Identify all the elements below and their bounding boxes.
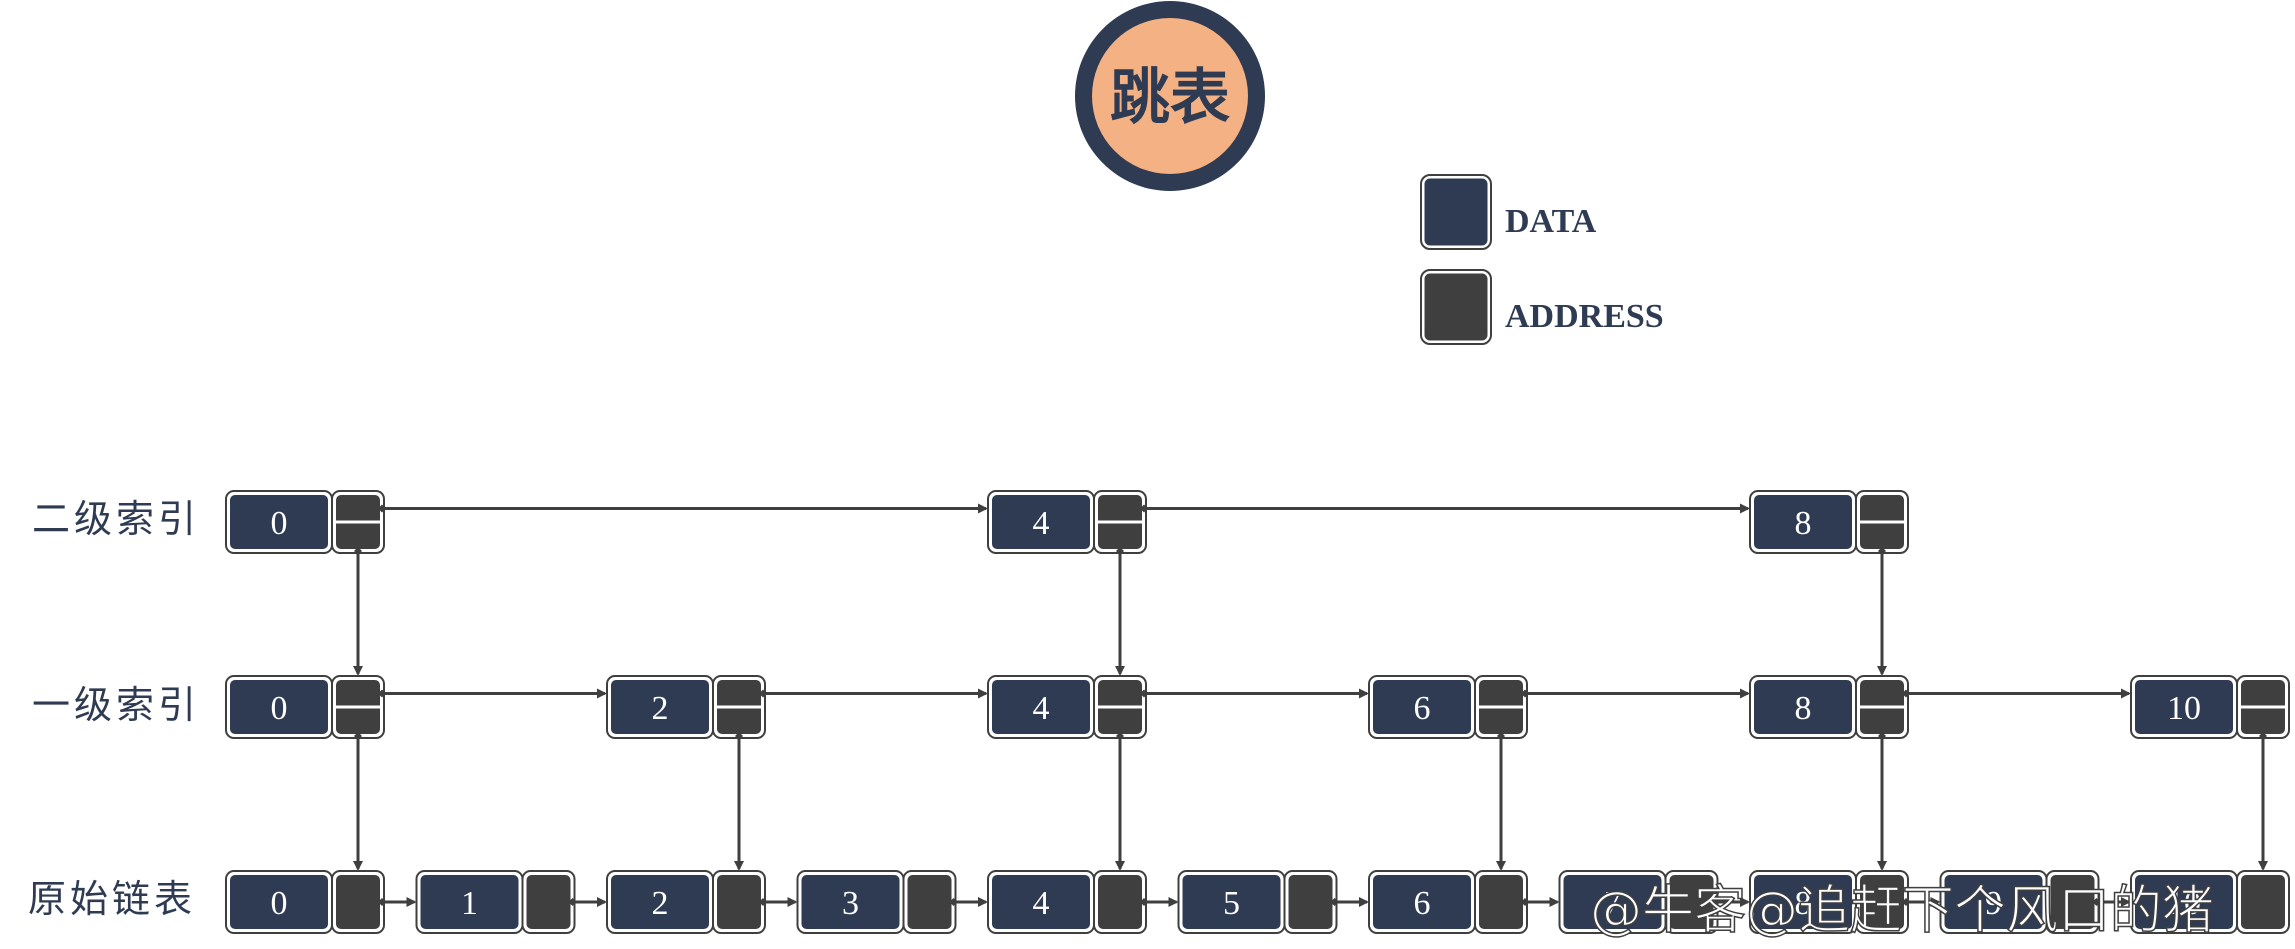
legend-label-data: DATA bbox=[1505, 203, 1597, 240]
address-cell bbox=[1098, 875, 1142, 929]
data-cell bbox=[1373, 680, 1471, 734]
node-value: 8 bbox=[1795, 690, 1812, 727]
node-layer: 0 4 8 0 2 4 6 8 10 0 1 2 3 4 5 6 7 8 9 10 bbox=[225, 490, 2290, 934]
data-cell bbox=[1754, 875, 1852, 929]
node-value: 9 bbox=[1985, 885, 2002, 922]
node-L1-0: 0 bbox=[225, 675, 385, 739]
node-value: 4 bbox=[1033, 885, 1050, 922]
node-L0-4: 4 bbox=[987, 870, 1147, 934]
address-cell bbox=[907, 875, 952, 929]
address-cell bbox=[2241, 875, 2285, 929]
node-value: 3 bbox=[842, 885, 859, 922]
node-L0-1: 1 bbox=[415, 870, 576, 934]
data-cell bbox=[801, 875, 900, 929]
data-cell bbox=[1373, 875, 1471, 929]
node-value: 0 bbox=[271, 885, 288, 922]
data-cell bbox=[230, 680, 328, 734]
node-value: 5 bbox=[1223, 885, 1240, 922]
node-value: 2 bbox=[652, 885, 669, 922]
node-L0-10: 10 bbox=[2130, 870, 2290, 934]
legend-swatch-address bbox=[1421, 270, 1491, 344]
node-value: 4 bbox=[1033, 505, 1050, 542]
node-L0-8: 8 bbox=[1749, 870, 1909, 934]
data-cell bbox=[611, 875, 709, 929]
connector-layer bbox=[353, 503, 2268, 907]
data-cell bbox=[2135, 680, 2233, 734]
data-cell bbox=[992, 875, 1090, 929]
title-text: 跳表 bbox=[1110, 63, 1230, 133]
node-value: 2 bbox=[652, 690, 669, 727]
title-badge: 跳表 bbox=[1075, 1, 1265, 191]
data-cell bbox=[992, 680, 1090, 734]
node-L1-2: 2 bbox=[606, 675, 766, 739]
legend-swatch-data bbox=[1421, 175, 1491, 249]
data-cell bbox=[611, 680, 709, 734]
level-label-0: 原始链表 bbox=[28, 877, 196, 921]
node-L0-2: 2 bbox=[606, 870, 766, 934]
level-label-2: 二级索引 bbox=[32, 497, 200, 541]
node-L0-7: 7 bbox=[1558, 870, 1719, 934]
data-cell bbox=[1754, 495, 1852, 549]
node-value: 0 bbox=[271, 505, 288, 542]
node-L2-0: 0 bbox=[225, 490, 385, 554]
level-label-1: 一级索引 bbox=[32, 683, 200, 727]
node-value: 6 bbox=[1414, 690, 1431, 727]
data-cell bbox=[992, 495, 1090, 549]
node-value: 8 bbox=[1795, 505, 1812, 542]
node-L1-8: 8 bbox=[1749, 675, 1909, 739]
node-value: 10 bbox=[2167, 885, 2201, 922]
address-cell bbox=[336, 875, 380, 929]
address-cell bbox=[1479, 875, 1523, 929]
node-value: 7 bbox=[1604, 885, 1621, 922]
address-cell bbox=[1669, 875, 1714, 929]
node-L1-4: 4 bbox=[987, 675, 1147, 739]
node-L2-8: 8 bbox=[1749, 490, 1909, 554]
watermark: @牛客@追赶下个风口的猪 bbox=[1590, 881, 2214, 941]
data-cell bbox=[1182, 875, 1281, 929]
address-cell bbox=[1288, 875, 1333, 929]
address-cell bbox=[1860, 875, 1904, 929]
data-cell bbox=[2135, 875, 2233, 929]
address-cell bbox=[2050, 875, 2095, 929]
node-value: 10 bbox=[2167, 690, 2201, 727]
legend-item-data: DATA bbox=[1420, 174, 1597, 250]
node-L2-4: 4 bbox=[987, 490, 1147, 554]
node-value: 8 bbox=[1795, 885, 1812, 922]
title-circle bbox=[1092, 18, 1248, 174]
node-value: 6 bbox=[1414, 885, 1431, 922]
node-L1-6: 6 bbox=[1368, 675, 1528, 739]
data-cell bbox=[230, 495, 328, 549]
node-L0-0: 0 bbox=[225, 870, 385, 934]
node-L0-6: 6 bbox=[1368, 870, 1528, 934]
legend-item-address: ADDRESS bbox=[1420, 269, 1664, 345]
node-L1-10: 10 bbox=[2130, 675, 2290, 739]
address-cell bbox=[717, 875, 761, 929]
node-value: 4 bbox=[1033, 690, 1050, 727]
data-cell bbox=[1563, 875, 1662, 929]
node-L0-9: 9 bbox=[1939, 870, 2100, 934]
data-cell bbox=[420, 875, 519, 929]
data-cell bbox=[1754, 680, 1852, 734]
node-L0-5: 5 bbox=[1177, 870, 1338, 934]
data-cell bbox=[1944, 875, 2043, 929]
node-value: 0 bbox=[271, 690, 288, 727]
node-L0-3: 3 bbox=[796, 870, 957, 934]
legend-label-address: ADDRESS bbox=[1505, 298, 1664, 335]
address-cell bbox=[526, 875, 571, 929]
node-value: 1 bbox=[461, 885, 478, 922]
legend: DATA ADDRESS bbox=[1420, 174, 1664, 345]
data-cell bbox=[230, 875, 328, 929]
